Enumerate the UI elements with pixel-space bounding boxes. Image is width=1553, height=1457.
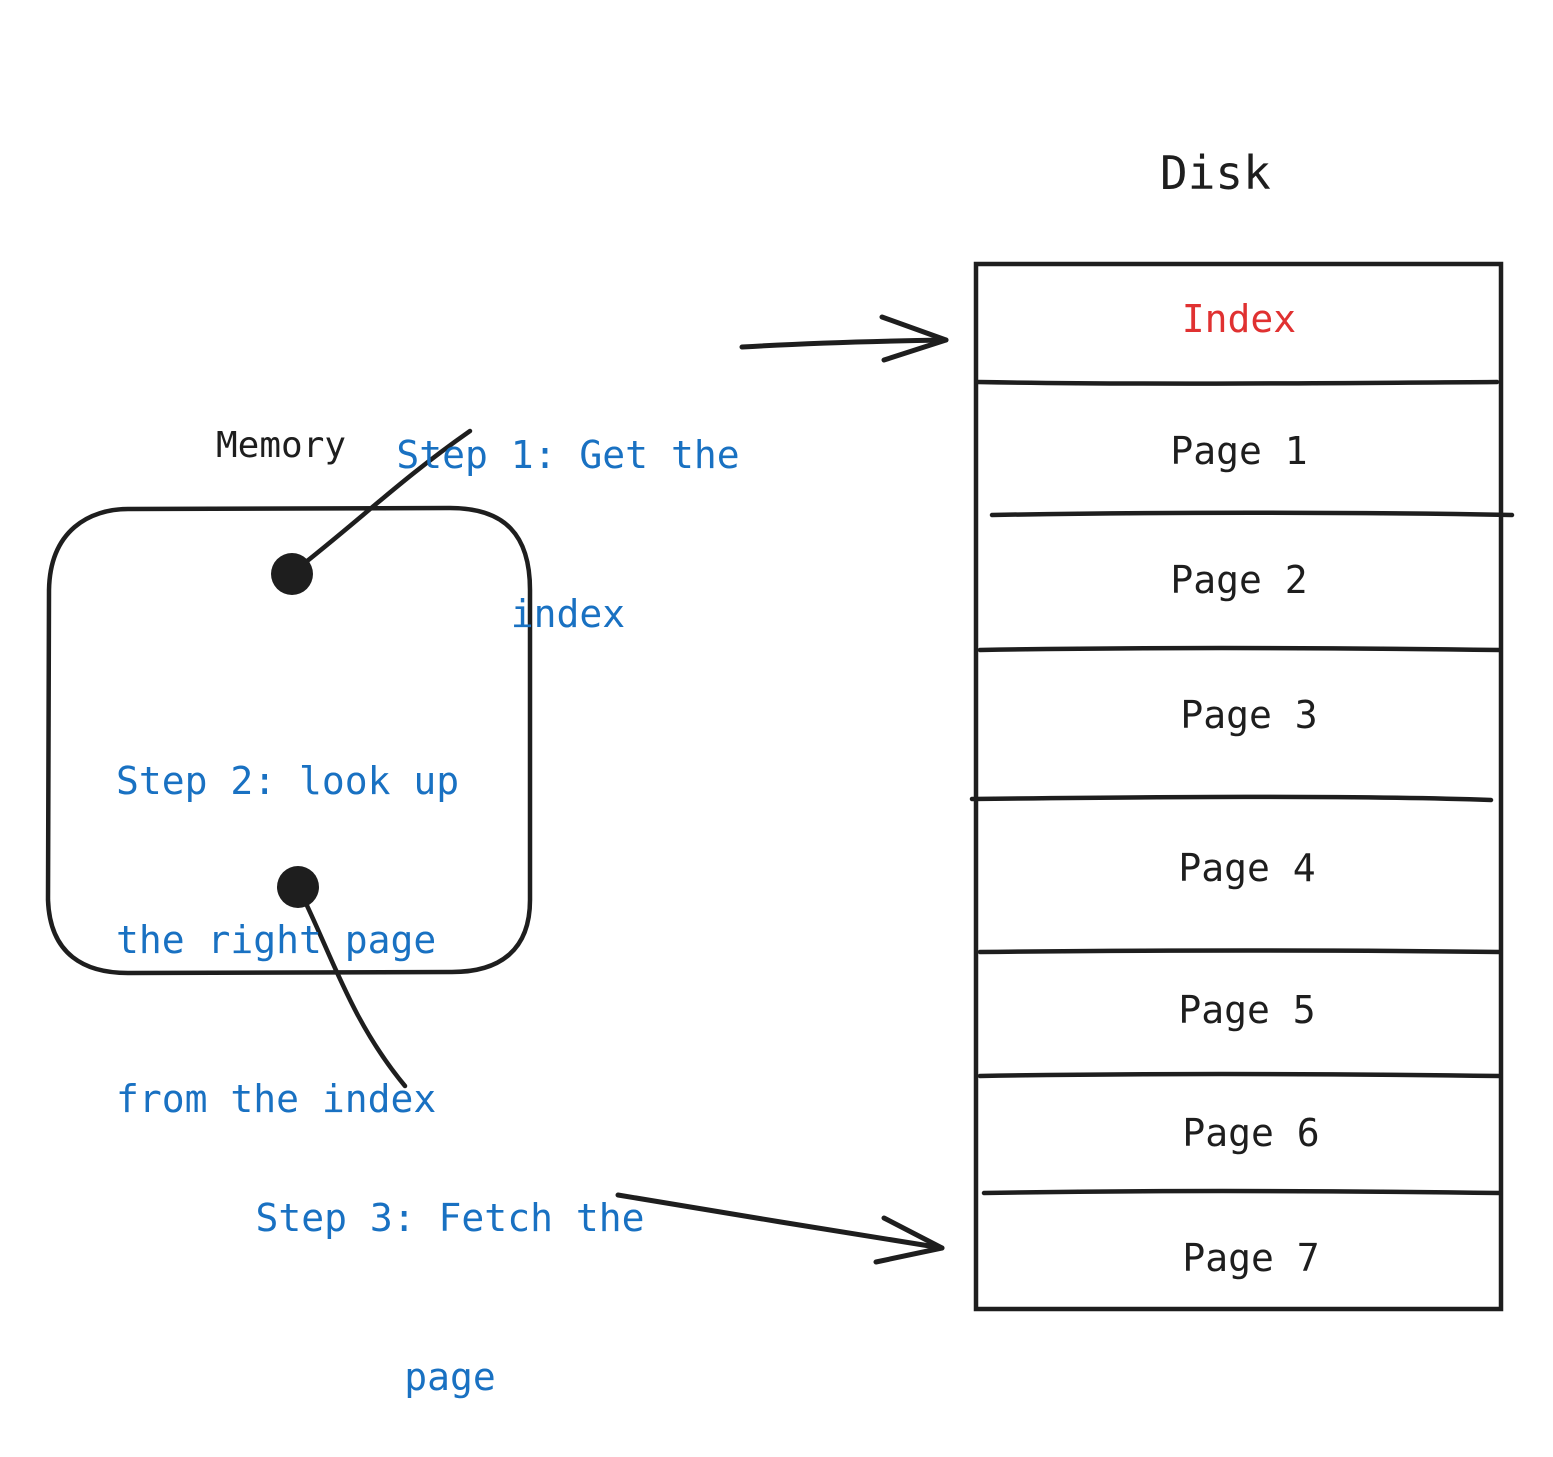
step-3-line-1: Step 3: Fetch the <box>255 1196 645 1240</box>
disk-cell-page-5: Page 5 <box>1178 988 1316 1032</box>
divider-1 <box>975 379 1500 386</box>
connector-top <box>271 428 473 595</box>
step-2-line-3: from the index <box>116 1077 437 1121</box>
disk-cell-index: Index <box>1181 297 1297 341</box>
disk-cell-page-4: Page 4 <box>1178 846 1316 890</box>
step-1-line-1: Step 1: Get the <box>396 433 740 477</box>
disk-cell-page-2: Page 2 <box>1170 558 1308 602</box>
dot-top <box>271 553 313 595</box>
step-3-line-2: page <box>404 1355 496 1399</box>
disk-title: Disk <box>1160 146 1271 200</box>
step-2-line-1: Step 2: look up <box>116 759 460 803</box>
disk-cell-page-7: Page 7 <box>1182 1236 1320 1280</box>
diagram-canvas <box>45 261 1515 1312</box>
divider-3 <box>977 645 1503 653</box>
step-1-text: Step 1: Get the index <box>388 323 748 694</box>
step-2-line-2: the right page <box>116 918 437 962</box>
disk-cell-page-6: Page 6 <box>1182 1111 1320 1155</box>
disk-box <box>973 261 1504 1312</box>
disk-cell-page-3: Page 3 <box>1180 693 1318 737</box>
arrow-to-page-7 <box>615 1192 945 1265</box>
divider-7 <box>981 1188 1503 1196</box>
memory-box <box>45 505 533 976</box>
memory-title: Memory <box>216 425 347 466</box>
disk-cell-page-1: Page 1 <box>1170 429 1308 473</box>
divider-6 <box>977 1071 1503 1079</box>
dot-bottom <box>277 866 319 908</box>
divider-4 <box>969 794 1494 803</box>
arrow-to-index <box>739 314 949 363</box>
divider-5 <box>977 948 1503 955</box>
step-1-line-2: index <box>510 592 626 636</box>
connector-bottom <box>277 866 408 1089</box>
disk-dividers <box>969 379 1515 1196</box>
divider-2 <box>989 510 1515 518</box>
step-3-text: Step 3: Fetch the page <box>240 1086 660 1457</box>
step-2-text: Step 2: look up the right page from the … <box>116 649 516 1179</box>
